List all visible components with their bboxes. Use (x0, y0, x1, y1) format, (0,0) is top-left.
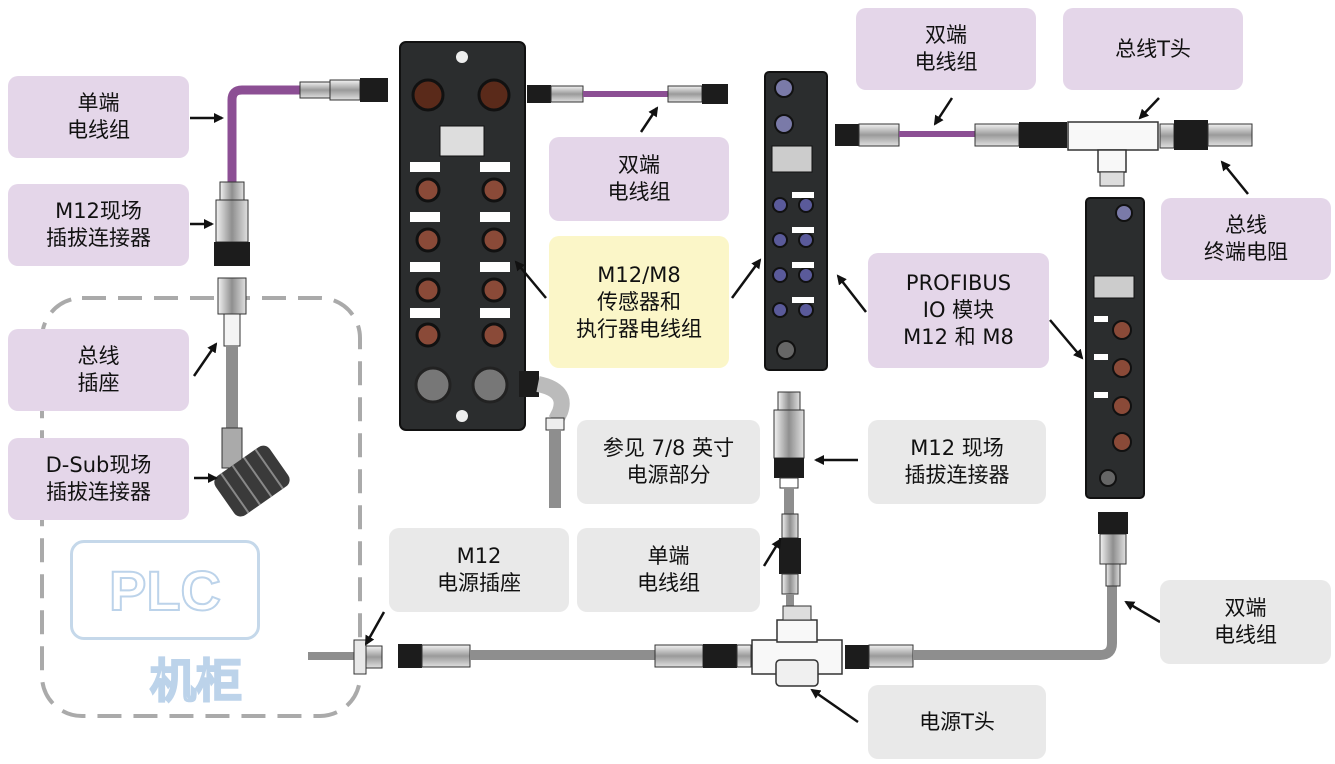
double-cable-mid-graphic (527, 84, 728, 104)
label-profibus-module: PROFIBUS IO 模块 M12 和 M8 (868, 253, 1049, 368)
m12-field-connector-right-graphic (773, 391, 805, 606)
sensor-cable-graphic (519, 371, 570, 508)
profibus-module-graphic (764, 71, 828, 371)
dsub-connector-graphic (214, 427, 290, 517)
label-bus-tee: 总线T头 (1063, 8, 1243, 90)
distribution-module (399, 41, 526, 431)
label-m12-field-connector-left: M12现场 插拔连接器 (8, 184, 189, 266)
label-single-cable-top: 单端 电线组 (8, 76, 189, 158)
label-sensor-cables: M12/M8 传感器和 执行器电线组 (549, 236, 729, 368)
power-tee-graphic (751, 605, 843, 687)
label-bus-terminator: 总线 终端电阻 (1161, 198, 1331, 280)
label-single-cable-bottom: 单端 电线组 (577, 528, 760, 612)
label-m12-power-socket: M12 电源插座 (389, 528, 569, 612)
label-power-tee: 电源T头 (868, 685, 1046, 759)
plc-label: PLC (70, 540, 260, 640)
label-double-cable-right: 双端 电线组 (1160, 580, 1331, 664)
label-double-cable-mid: 双端 电线组 (549, 137, 729, 221)
right-module-graphic (1085, 197, 1145, 499)
bus-tee-graphic (1067, 120, 1253, 187)
cabinet-label: 机柜 (149, 653, 243, 709)
label-double-cable-top: 双端 电线组 (856, 8, 1036, 90)
label-power-ref: 参见 7/8 英寸 电源部分 (577, 420, 760, 504)
bottom-power-cable (308, 512, 1128, 675)
pointer-arrows (190, 97, 1249, 724)
label-bus-socket: 总线 插座 (8, 329, 189, 411)
label-m12-field-connector-right: M12 现场 插拔连接器 (868, 420, 1046, 504)
left-bus-cable (214, 78, 388, 442)
label-dsub-connector: D-Sub现场 插拔连接器 (8, 438, 189, 520)
double-cable-top-graphic (835, 122, 1067, 148)
